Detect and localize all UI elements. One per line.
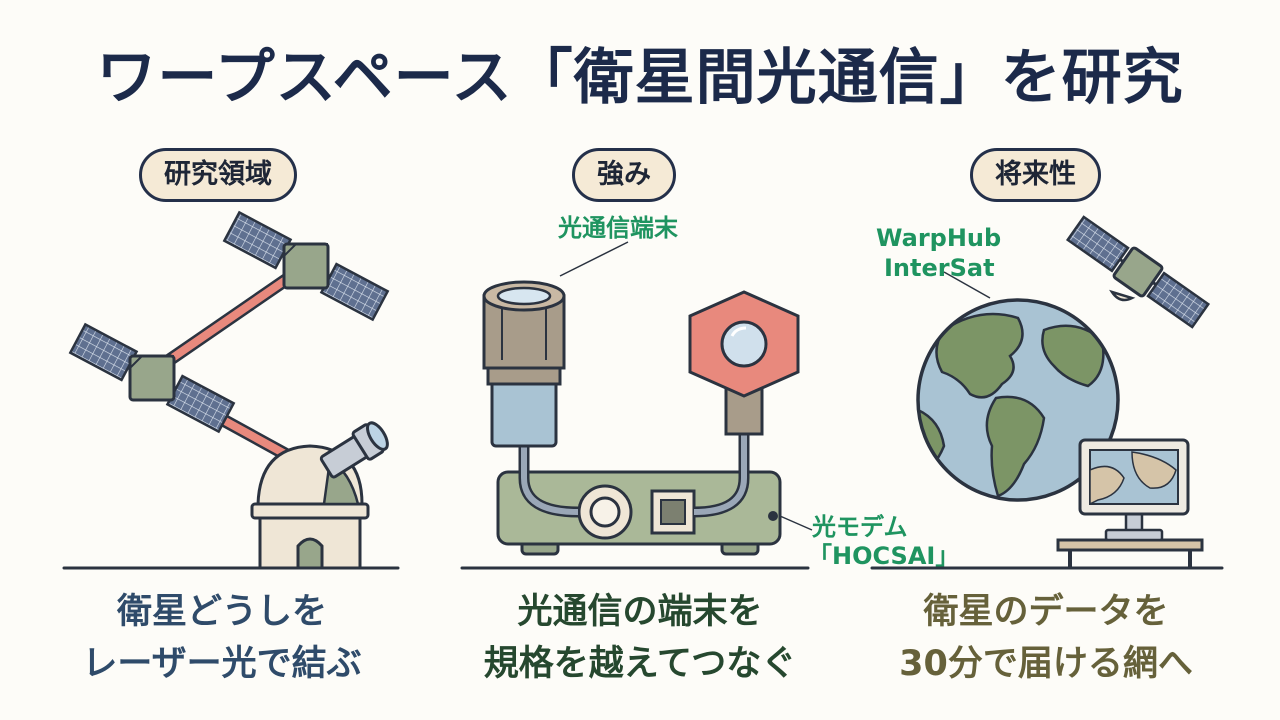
monitor-icon — [1056, 438, 1204, 568]
cable-right — [693, 432, 747, 515]
label-hocsai: 「HOCSAI」 — [808, 542, 960, 570]
laser-beam-upper — [148, 262, 310, 376]
page-title: ワープスペース「衛星間光通信」を研究 — [96, 43, 1184, 113]
earth-globe-icon — [916, 298, 1120, 502]
label-optical-terminal: 光通信端末 — [558, 214, 678, 242]
caption-strength: 光通信の端末を 規格を越えてつなぐ — [440, 586, 840, 690]
label-optical-modem: 光モデム — [812, 513, 908, 541]
leader-warphub — [943, 271, 991, 299]
caption-research-area-line2: レーザー光で結ぶ — [82, 644, 362, 684]
label-warphub: WarpHub — [876, 224, 1002, 252]
caption-future: 衛星のデータを 30分で届ける網へ — [846, 586, 1246, 690]
caption-strength-line2: 規格を越えてつなぐ — [483, 644, 797, 684]
label-intersat: InterSat — [884, 254, 995, 282]
caption-research-area: 衛星どうしを レーザー光で結ぶ — [22, 586, 422, 690]
leader-optical-modem — [779, 515, 813, 531]
optical-modem-icon — [496, 470, 782, 556]
cable-left — [521, 446, 579, 515]
heading-research-area: 研究領域 — [139, 148, 297, 202]
heading-future: 将来性 — [970, 148, 1101, 202]
satellite-icon — [222, 210, 390, 322]
optical-terminal-icon — [482, 280, 566, 448]
heading-strength: 強み — [572, 148, 676, 202]
caption-future-line1: 衛星のデータを — [923, 592, 1169, 632]
caption-future-line2: 30分で届ける網へ — [899, 644, 1193, 684]
caption-research-area-line1: 衛星どうしを — [116, 592, 327, 632]
optical-terminal-icon — [688, 290, 800, 436]
leader-optical-terminal — [559, 241, 629, 277]
satellite-icon — [1065, 215, 1211, 329]
satellite-icon — [68, 322, 236, 434]
telescope-icon — [319, 421, 389, 479]
caption-strength-line1: 光通信の端末を — [517, 592, 763, 632]
